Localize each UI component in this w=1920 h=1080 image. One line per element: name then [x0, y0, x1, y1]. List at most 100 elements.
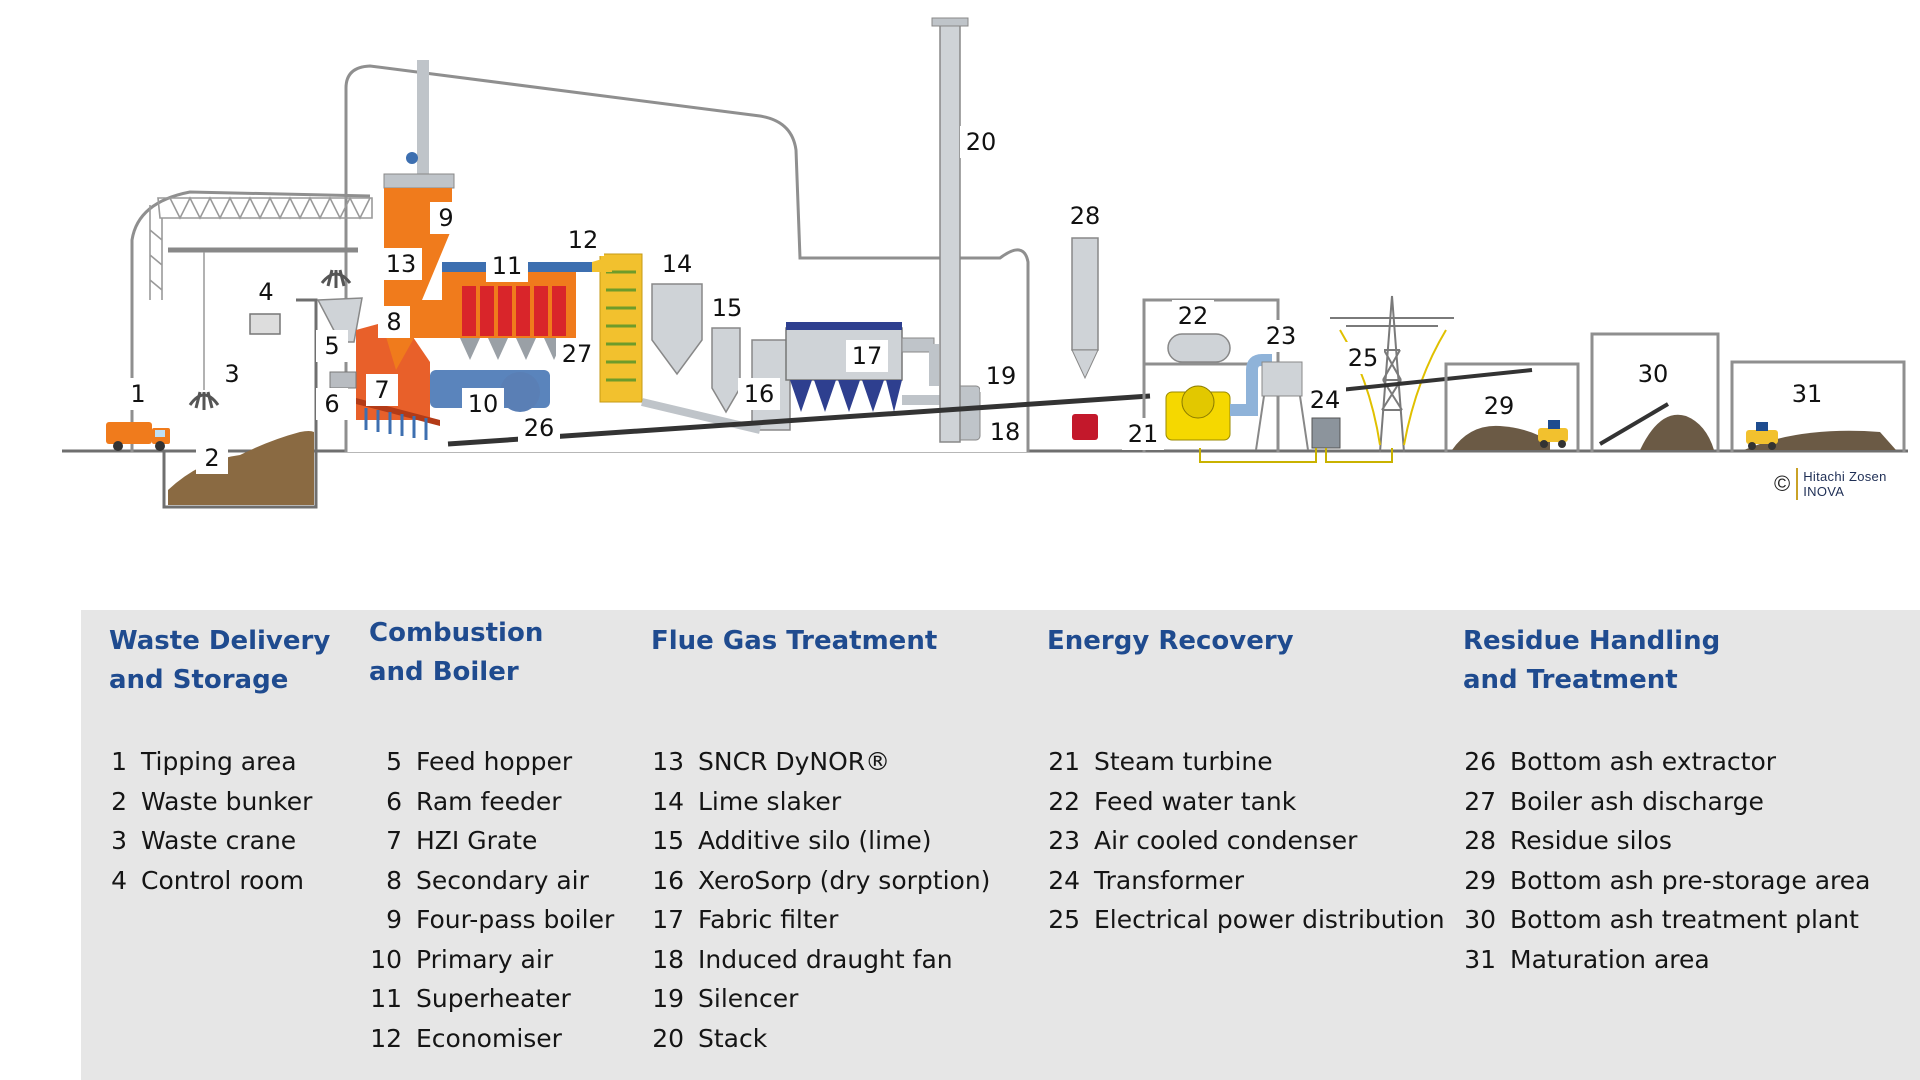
stack: [939, 21, 961, 443]
heading-line: Flue Gas Treatment: [651, 626, 938, 656]
heading-line: and Treatment: [1463, 665, 1678, 695]
treatment-plant-shed: [1590, 332, 1720, 452]
residue-truck: [1072, 414, 1098, 440]
item-number: 29: [1464, 865, 1496, 895]
label-29: 29: [1478, 390, 1520, 422]
label-26-text: 26: [524, 414, 555, 442]
label-2-text: 2: [204, 444, 219, 472]
label-16: 16: [738, 378, 780, 410]
item-number: 12: [370, 1023, 402, 1053]
heading-line: Waste Delivery: [109, 626, 331, 656]
label-5-text: 5: [324, 332, 339, 360]
control-room: [249, 313, 281, 335]
item-number: 1: [111, 747, 127, 776]
label-20-text: 20: [966, 128, 997, 156]
item-number: 25: [1048, 905, 1080, 934]
item-label: Economiser: [416, 1023, 562, 1053]
label-8-text: 8: [386, 308, 401, 336]
label-8: 8: [378, 306, 410, 338]
residue-silo: [1071, 237, 1099, 351]
label-12: 12: [562, 224, 604, 256]
label-25-text: 25: [1348, 344, 1379, 372]
economiser: [599, 253, 643, 403]
tipping-truck-icon: [106, 422, 170, 451]
copyright-line1: Hitachi Zosen: [1803, 469, 1887, 484]
treatment-conveyor: [1598, 402, 1670, 446]
heading-line: Residue Handling: [1463, 626, 1721, 656]
heading-line: Energy Recovery: [1047, 626, 1294, 656]
item-number: 2: [111, 786, 127, 816]
label-18-text: 18: [990, 418, 1021, 446]
power-pylon: [1330, 295, 1454, 453]
item-number: 21: [1048, 747, 1080, 776]
additive-silo: [711, 327, 741, 414]
label-22-text: 22: [1178, 302, 1209, 330]
label-11: 11: [486, 250, 528, 282]
item-number: 13: [652, 747, 684, 776]
legend-item: 25 Electrical power distribution: [1047, 900, 1445, 940]
residue-silo-cone: [1071, 349, 1099, 380]
label-5: 5: [316, 330, 348, 362]
item-label: Four-pass boiler: [416, 905, 615, 934]
item-number: 22: [1048, 786, 1080, 816]
ram-feeder: [329, 371, 357, 389]
label-29-text: 29: [1484, 392, 1515, 420]
item-number: 3: [111, 826, 127, 855]
label-6: 6: [316, 388, 348, 420]
legend-item: 21 Steam turbine: [1047, 742, 1445, 782]
fabric-filter-hoppers: [790, 380, 902, 412]
second-grab-icon: [320, 269, 352, 288]
label-17-text: 17: [852, 342, 883, 370]
item-number: 27: [1464, 786, 1496, 816]
item-label: Ram feeder: [416, 786, 562, 816]
economiser-coils: [606, 270, 636, 382]
item-label: Steam turbine: [1094, 747, 1273, 776]
label-27: 27: [556, 338, 598, 370]
pre-storage-ash: [1452, 425, 1550, 450]
steam-turbine-rotor: [1181, 385, 1215, 419]
item-label: Silencer: [698, 984, 799, 1013]
item-label: Electrical power distribution: [1094, 905, 1445, 934]
legend-heading-flue-gas: Flue Gas Treatment: [651, 622, 1071, 661]
label-10-text: 10: [468, 390, 499, 418]
item-label: Waste bunker: [141, 786, 313, 816]
item-label: Additive silo (lime): [698, 826, 932, 855]
number-labels: 1 2 3 4 5 6 7 8 9 10 11 12 13 14 15 16 1…: [122, 126, 1828, 474]
item-number: 8: [386, 865, 402, 895]
item-label: Residue silos: [1510, 826, 1672, 855]
item-label: Boiler ash discharge: [1510, 786, 1764, 816]
legend-item: 3 Waste crane: [109, 821, 312, 861]
label-28-text: 28: [1070, 202, 1101, 230]
label-13: 13: [380, 248, 422, 280]
legend-item: 12 Economiser: [369, 1019, 614, 1059]
label-19: 19: [980, 360, 1022, 392]
label-31: 31: [1786, 378, 1828, 410]
bottom-ash-conveyor: [1339, 368, 1533, 392]
item-number: 5: [386, 747, 402, 776]
label-24-text: 24: [1310, 386, 1341, 414]
item-number: 18: [652, 944, 684, 974]
label-31-text: 31: [1792, 380, 1823, 408]
item-label: HZI Grate: [416, 826, 538, 855]
item-number: 20: [652, 1023, 684, 1053]
item-label: Waste crane: [141, 826, 297, 855]
item-label: Transformer: [1094, 865, 1245, 895]
air-cooled-condenser: [1261, 361, 1303, 397]
item-number: 14: [652, 786, 684, 816]
label-4-text: 4: [258, 278, 273, 306]
item-number: 28: [1464, 826, 1496, 855]
label-21-text: 21: [1128, 420, 1159, 448]
